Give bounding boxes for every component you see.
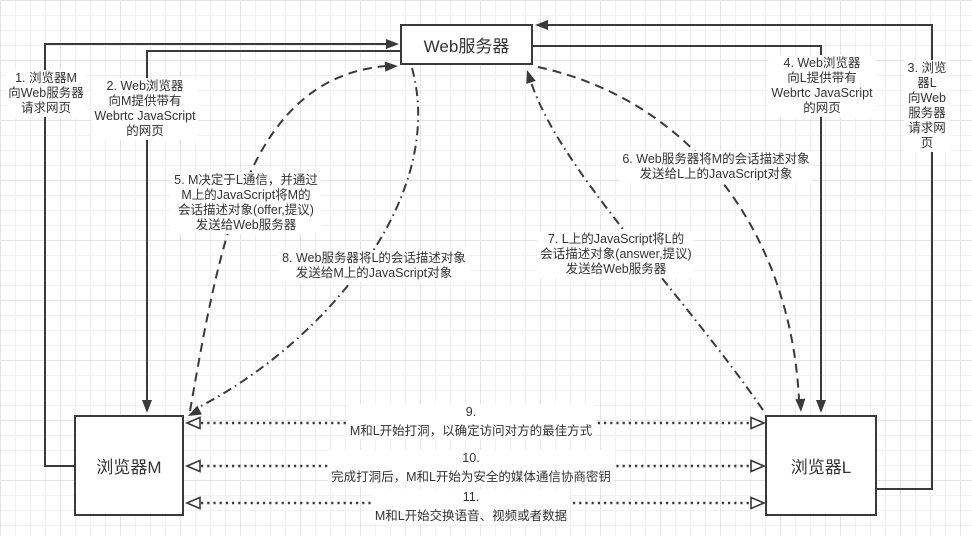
arrow-line-step2 xyxy=(146,50,400,401)
arrow-line-step6 xyxy=(537,66,800,400)
arrowhead-step5 xyxy=(384,61,398,72)
arrowhead-step3 xyxy=(535,20,548,30)
step10-caption: 完成打洞后，M和L开始为安全的媒体通信协商密钥 xyxy=(331,470,611,484)
arrowhead-step8 xyxy=(188,405,202,416)
arrowhead-step2 xyxy=(142,400,152,413)
annotation-step5: 5. M决定于L通信，并通过 M上的JavaScript将M的 会话描述对象(o… xyxy=(171,172,321,234)
step11-number: 11. xyxy=(462,490,480,504)
arrowhead-step11-left xyxy=(184,496,201,510)
arrowhead-step7 xyxy=(526,70,536,84)
step11-caption: M和L开始交换语音、视频或者数据 xyxy=(374,509,568,523)
web-server-box: Web服务器 xyxy=(400,24,533,65)
annotation-step1: 1. 浏览器M 向Web服务器 请求网页 xyxy=(5,70,87,117)
arrow-line-step3 xyxy=(547,24,933,490)
annotation-step8: 8. Web服务器将L的会话描述对象 发送给M上的JavaScript对象 xyxy=(279,250,469,282)
browser-m-box: 浏览器M xyxy=(74,415,184,516)
annotation-step9: 9. M和L开始打洞，以确定访问对方的最佳方式 xyxy=(346,404,596,439)
annotation-step3: 3. 浏览器L 向Web服务器 请求网页 xyxy=(904,60,950,152)
arrowhead-step1 xyxy=(386,39,399,49)
arrowhead-step4 xyxy=(816,400,826,413)
browser-l-box: 浏览器L xyxy=(765,415,877,516)
web-server-label: Web服务器 xyxy=(423,37,510,56)
step9-number: 9. xyxy=(465,405,477,419)
arrowhead-step9-left xyxy=(184,416,201,430)
arrow-line-step1 xyxy=(44,43,387,467)
step9-caption: M和L开始打洞，以确定访问对方的最佳方式 xyxy=(349,424,593,438)
arrow-line-step5 xyxy=(189,65,387,412)
arrowhead-step10-left xyxy=(184,459,201,473)
annotation-step7: 7. L上的JavaScript将L的 会话描述对象(answer,提议) 发送… xyxy=(537,231,695,278)
step10-number: 10. xyxy=(462,451,480,465)
browser-m-label: 浏览器M xyxy=(96,458,162,477)
arrowhead-step10-right xyxy=(750,459,767,473)
arrowhead-step6 xyxy=(795,398,806,412)
annotation-step10: 10. 完成打洞后，M和L开始为安全的媒体通信协商密钥 xyxy=(328,450,614,485)
annotation-step4: 4. Web浏览器 向L提供带有 Webrtc JavaScript 的网页 xyxy=(768,55,876,117)
arrowhead-step11-right xyxy=(750,496,767,510)
annotation-step11: 11. M和L开始交换语音、视频或者数据 xyxy=(371,489,571,524)
arrow-line-step4 xyxy=(533,45,822,401)
arrow-line-step8 xyxy=(198,67,420,408)
annotation-step2: 2. Web浏览器 向M提供带有 Webrtc JavaScript 的网页 xyxy=(91,78,199,140)
browser-l-label: 浏览器L xyxy=(790,458,852,477)
annotation-step6: 6. Web服务器将M的会话描述对象 发送给L上的JavaScript对象 xyxy=(619,151,813,183)
arrowhead-step9-right xyxy=(750,416,767,430)
